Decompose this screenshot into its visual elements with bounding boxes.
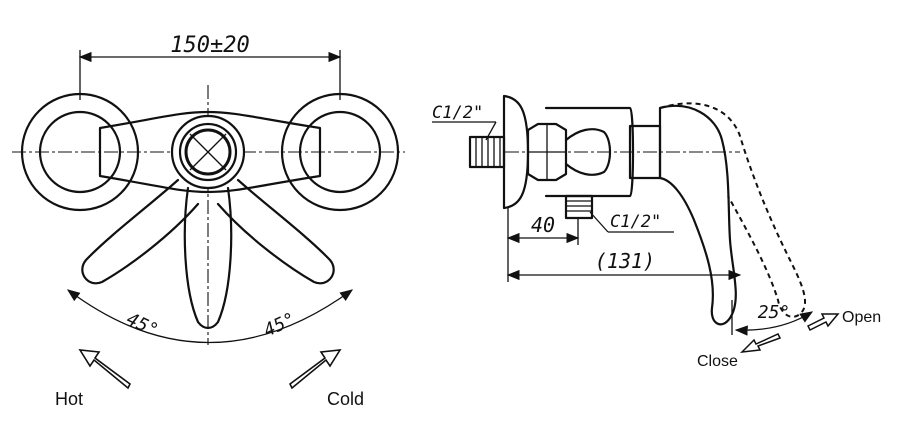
outlet-leader bbox=[589, 211, 609, 233]
inlet-thread bbox=[468, 135, 506, 169]
lever-handle-hot-position bbox=[81, 178, 200, 285]
hot-label: Hot bbox=[55, 389, 83, 409]
hex-nut bbox=[526, 122, 568, 182]
left-wall-flange bbox=[20, 92, 140, 212]
cartridge-cap bbox=[170, 114, 246, 190]
dimension-40: 40 bbox=[506, 208, 580, 282]
inlet-leader bbox=[485, 121, 497, 141]
angle-label-cold: 45° bbox=[261, 309, 299, 342]
lever-angle-dimension: 25° bbox=[731, 300, 814, 336]
side-body-dome bbox=[564, 128, 612, 176]
dimension-label-40: 40 bbox=[531, 213, 555, 237]
mixer-body bbox=[98, 110, 322, 194]
angle-label-hot: 45° bbox=[123, 309, 161, 342]
open-label: Open bbox=[842, 309, 881, 326]
dimension-150: 150±20 bbox=[78, 33, 342, 100]
dimension-131: (131) bbox=[506, 249, 742, 281]
dimension-label-150: 150±20 bbox=[170, 33, 249, 58]
dimension-label-131: (131) bbox=[595, 249, 655, 273]
lever-handle-center bbox=[183, 186, 233, 330]
open-direction-arrow bbox=[806, 313, 840, 332]
side-lever-closed bbox=[658, 104, 737, 326]
front-view: 150±20 45° 45° Hot Cold bbox=[12, 33, 405, 409]
close-label: Close bbox=[697, 353, 738, 370]
angle-label-25: 25° bbox=[758, 302, 791, 323]
cold-direction-arrow bbox=[288, 349, 342, 390]
hot-direction-arrow bbox=[78, 349, 132, 390]
outlet-thread-label: C1/2" bbox=[610, 212, 661, 232]
inlet-thread-label: C1/2" bbox=[432, 103, 483, 123]
rotation-angle-arc: 45° 45° bbox=[66, 289, 354, 344]
outlet-thread bbox=[564, 194, 594, 220]
side-view: C1/2" C1/2" 40 (131) 25° Open Close bbox=[432, 94, 881, 370]
side-lever-open-position bbox=[659, 102, 806, 318]
lever-handle-cold-position bbox=[216, 178, 335, 285]
close-direction-arrow bbox=[739, 333, 782, 353]
side-body bbox=[544, 106, 635, 198]
cold-label: Cold bbox=[327, 389, 364, 409]
